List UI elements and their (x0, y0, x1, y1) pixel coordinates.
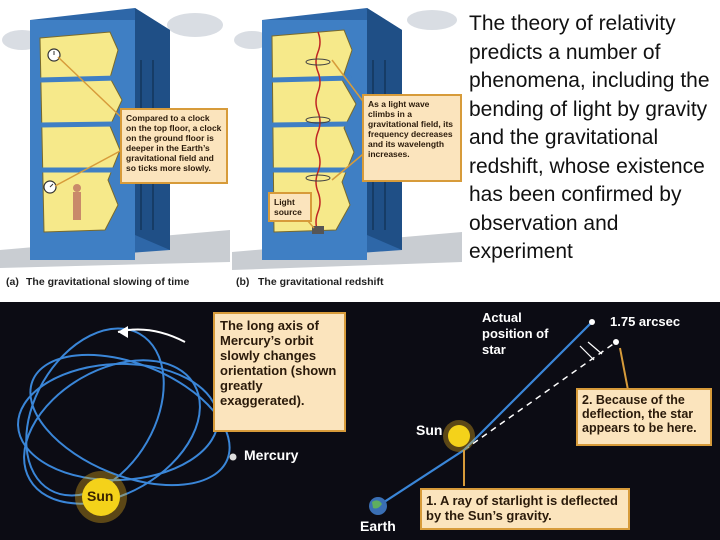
sun-label-d: Sun (416, 422, 443, 438)
figure-light-bending: Actual position of star 1.75 arcsec 2. B… (354, 302, 720, 540)
orbit-callout: The long axis of Mercury’s orbit slowly … (213, 312, 346, 432)
deflection-angle-label: 1.75 arcsec (610, 314, 681, 329)
orbit-ellipse-3 (29, 353, 231, 487)
clock-callout: Compared to a clock on the top floor, a … (120, 108, 228, 184)
relativity-summary-text: The theory of relativity predicts a numb… (469, 12, 710, 263)
figure-a-time-slowing: Compared to a clock on the top floor, a … (0, 0, 230, 300)
orbit-ellipse-1 (23, 359, 201, 505)
redshift-callout: As a light wave climbs in a gravitationa… (362, 94, 462, 182)
figure-b-letter: (b) (236, 276, 250, 288)
sun-label-c: Sun (87, 488, 114, 504)
actual-star (589, 319, 595, 325)
figure-mercury-precession: The long axis of Mercury’s orbit slowly … (0, 302, 354, 540)
figure-a-caption: The gravitational slowing of time (26, 276, 190, 288)
figure-b-redshift: As a light wave climbs in a gravitationa… (232, 0, 462, 300)
mercury-dot (229, 453, 237, 461)
ray-deflection-callout: 1. A ray of starlight is deflected by th… (420, 488, 630, 530)
actual-position-label: Actual position of star (482, 310, 549, 357)
orbit-ellipse-4 (25, 327, 165, 497)
sun-disc (82, 478, 120, 516)
apparent-star (613, 339, 619, 345)
building-illustration-a (0, 0, 230, 300)
figure-a-letter: (a) (6, 276, 19, 288)
figure-b-caption: The gravitational redshift (258, 276, 384, 288)
mercury-label: Mercury (244, 447, 299, 463)
earth-label: Earth (360, 518, 396, 534)
sun-disc-d (448, 425, 470, 447)
light-source-label: Light source (268, 192, 312, 222)
apparent-position-callout: 2. Because of the deflection, the star a… (576, 388, 712, 446)
